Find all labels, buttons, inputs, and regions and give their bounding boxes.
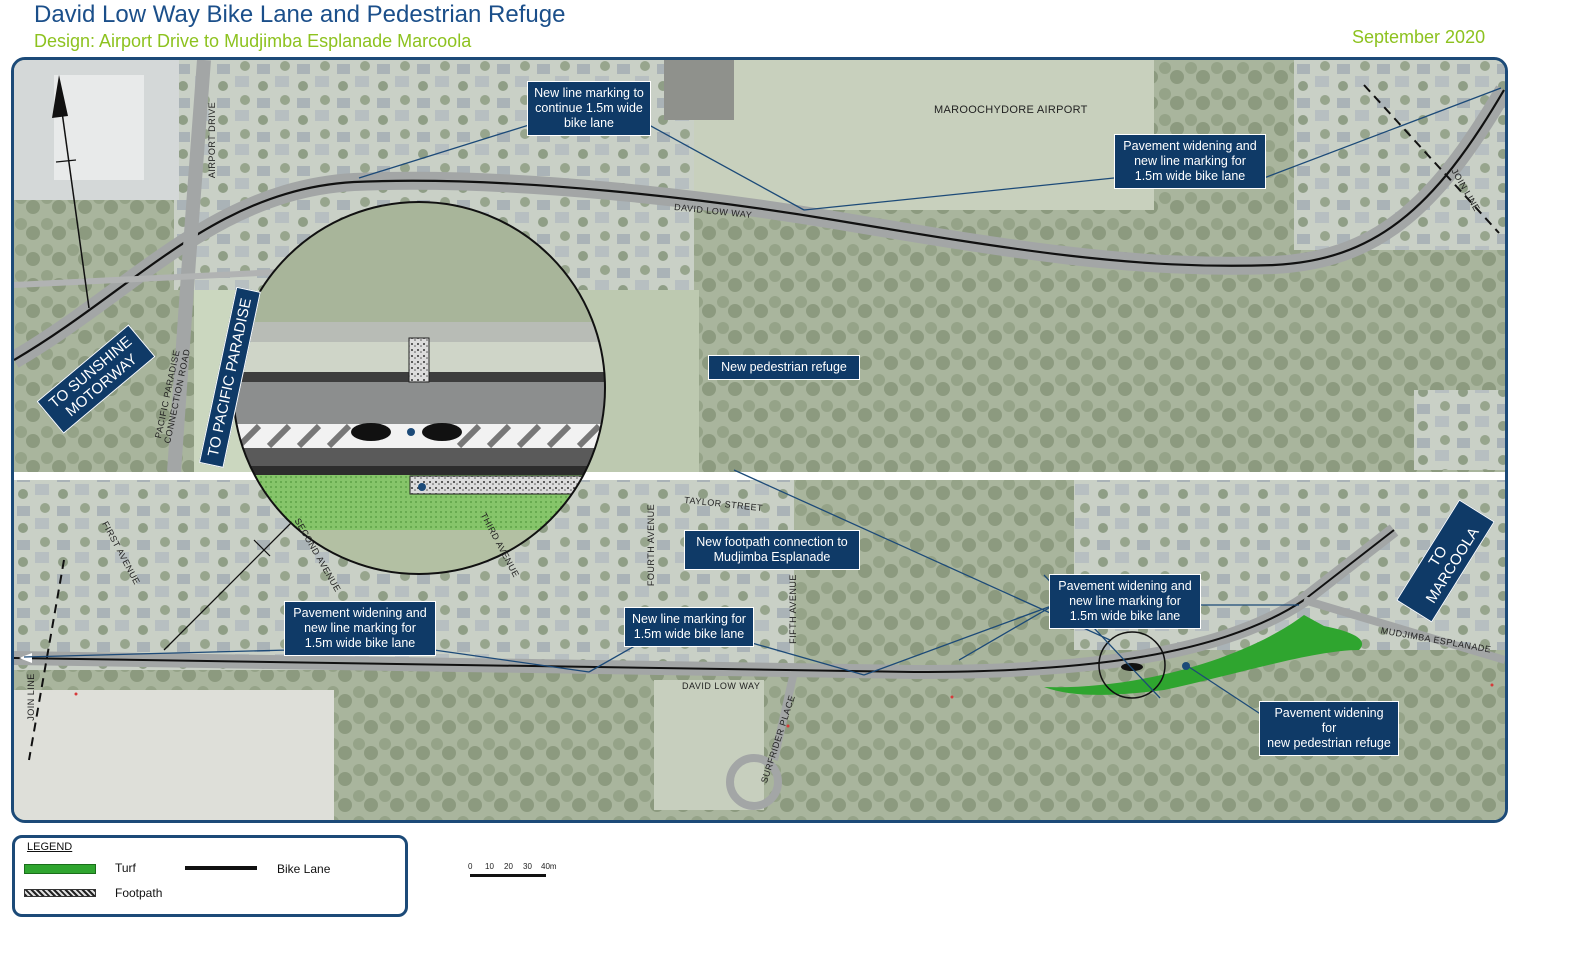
legend-bike-lane-label: Bike Lane [277,862,331,876]
callout-top-widening: Pavement widening and new line marking f… [1114,134,1266,189]
scale-bar-line [470,874,546,877]
callout-pedestrian-refuge: New pedestrian refuge [708,355,860,380]
callout-bottom-widening-left: Pavement widening and new line marking f… [284,601,436,656]
callout-footpath-connection: New footpath connection to Mudjimba Espl… [684,530,860,570]
label-join-line-bottom: JOIN LINE [25,673,36,721]
label-maroochydore-airport: MAROOCHYDORE AIRPORT [934,104,1088,116]
label-david-low-way-bottom: DAVID LOW WAY [682,681,761,691]
scale-label-0: 0 [468,862,473,871]
callout-top-line-marking: New line marking to continue 1.5m wide b… [527,81,651,136]
label-fourth-avenue: FOURTH AVENUE [646,503,657,587]
map-subtitle: Design: Airport Drive to Mudjimba Esplan… [34,31,472,51]
legend: LEGEND Turf Footpath Bike Lane [12,835,408,917]
scale-label-20: 20 [504,862,513,871]
callout-bottom-widening-right: Pavement widening and new line marking f… [1049,574,1201,629]
legend-turf-swatch [24,864,96,874]
map-frame: MAROOCHYDORE AIRPORT AIRPORT DRIVE DAVID… [11,57,1508,823]
label-fifth-avenue: FIFTH AVENUE [787,574,798,644]
label-airport-drive: AIRPORT DRIVE [207,101,218,179]
legend-bike-lane-swatch [185,866,257,870]
turf-area [1044,615,1363,695]
legend-footpath-label: Footpath [115,886,163,900]
refuge-locator-circle [1098,631,1166,699]
map-date: September 2020 [1352,27,1486,47]
callout-bottom-line-marking: New line marking for 1.5m wide bike lane [624,607,754,647]
top-bike-lane [14,89,1505,361]
legend-turf-label: Turf [115,861,136,875]
bottom-bike-lane [14,529,1395,674]
legend-footpath-swatch [24,889,96,897]
map-title: David Low Way Bike Lane and Pedestrian R… [34,1,566,28]
callout-refuge-widening: Pavement widening for new pedestrian ref… [1259,701,1399,756]
scale-label-40: 40m [541,862,557,871]
callout-leaders [23,87,1502,716]
legend-title: LEGEND [27,841,73,853]
scale-label-10: 10 [485,862,494,871]
scale-label-30: 30 [523,862,532,871]
